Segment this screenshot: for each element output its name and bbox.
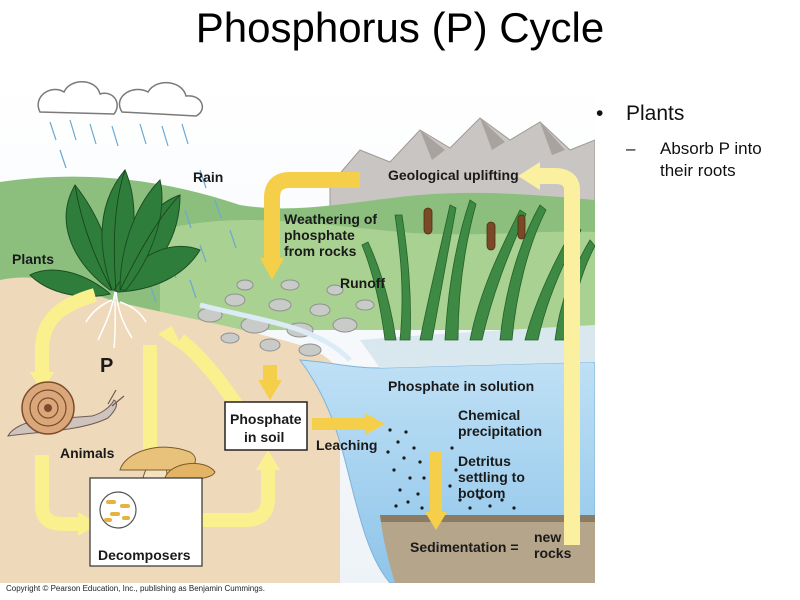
label-weathering-3: from rocks: [284, 243, 357, 259]
sub-bullet-dash: –: [626, 139, 636, 158]
plant: [29, 169, 201, 297]
precipitate-dots: [386, 428, 516, 510]
cattail-heads: [423, 207, 526, 251]
arrow-plants-to-animals: [35, 288, 98, 372]
label-rain: Rain: [193, 169, 223, 185]
label-plants: Plants: [12, 251, 54, 267]
bullet-list: • Plants – Absorb P into their roots: [596, 100, 800, 182]
arrow-decomposers-to-soil: [200, 470, 275, 527]
arrow-detritus-head: [425, 512, 447, 530]
arrow-weathering-head: [260, 258, 284, 280]
arrow-soil-to-plants: [175, 334, 246, 414]
label-decomposers: Decomposers: [98, 547, 191, 563]
label-animals: Animals: [60, 445, 115, 461]
sediment-layer: [380, 515, 595, 583]
bullet-text: Plants: [626, 102, 685, 125]
copyright-notice: Copyright © Pearson Education, Inc., pub…: [6, 584, 265, 593]
mountain-shadow: [420, 118, 565, 160]
bullet-item: • Plants: [596, 100, 800, 128]
sub-bullet-line-1: Absorb P into: [660, 139, 762, 158]
bullet-dot: •: [596, 102, 604, 125]
label-detritus-2: settling to: [458, 469, 525, 485]
label-geological-uplifting: Geological uplifting: [388, 167, 519, 183]
stream: [199, 302, 352, 362]
label-p: P: [100, 355, 113, 377]
arrow-animals-to-decomposers: [35, 455, 78, 531]
snail: [7, 381, 125, 437]
label-detritus-1: Detritus: [458, 453, 511, 469]
cycle-arrows: [30, 162, 580, 545]
label-runoff: Runoff: [340, 275, 385, 291]
label-chemical-1: Chemical: [458, 407, 520, 423]
label-chemical-2: precipitation: [458, 423, 542, 439]
label-sedimentation: Sedimentation =: [410, 539, 519, 555]
label-new: new: [534, 529, 561, 545]
label-phosphate-soil-2: in soil: [244, 429, 284, 445]
sub-bullet-item: – Absorb P into their roots: [596, 138, 800, 182]
arrow-animals-decomposers-head: [78, 512, 98, 536]
plant-roots: [85, 291, 147, 349]
bacteria-icon: [99, 491, 137, 529]
label-weathering-1: Weathering of: [284, 211, 377, 227]
label-leaching: Leaching: [316, 437, 377, 453]
slide-title: Phosphorus (P) Cycle: [195, 4, 605, 51]
arrow-to-soil-head: [258, 380, 282, 400]
label-phosphate-soil-1: Phosphate: [230, 411, 302, 427]
arrow-soil-plants-head: [158, 326, 184, 352]
arrow-to-weathering: [264, 172, 360, 258]
arrow-uplift-column: [540, 168, 580, 545]
sediment-top: [380, 515, 595, 522]
label-weathering-2: phosphate: [284, 227, 355, 243]
cloud-right: [118, 82, 204, 117]
phosphorus-cycle-diagram: Rain Geological uplifting Weathering of …: [0, 78, 595, 583]
arrow-uplift-head: [518, 162, 540, 190]
arrow-leaching-head: [365, 413, 385, 435]
soil-ground: [0, 277, 340, 583]
arrow-decomposers-soil-head: [256, 450, 280, 470]
phosphate-in-soil-box: [224, 401, 308, 451]
sub-bullet-line-2: their roots: [660, 161, 736, 180]
label-phosphate-in-solution: Phosphate in solution: [388, 378, 534, 394]
label-detritus-3: bottom: [458, 485, 505, 501]
label-rocks: rocks: [534, 545, 572, 561]
cloud-left: [37, 81, 118, 115]
